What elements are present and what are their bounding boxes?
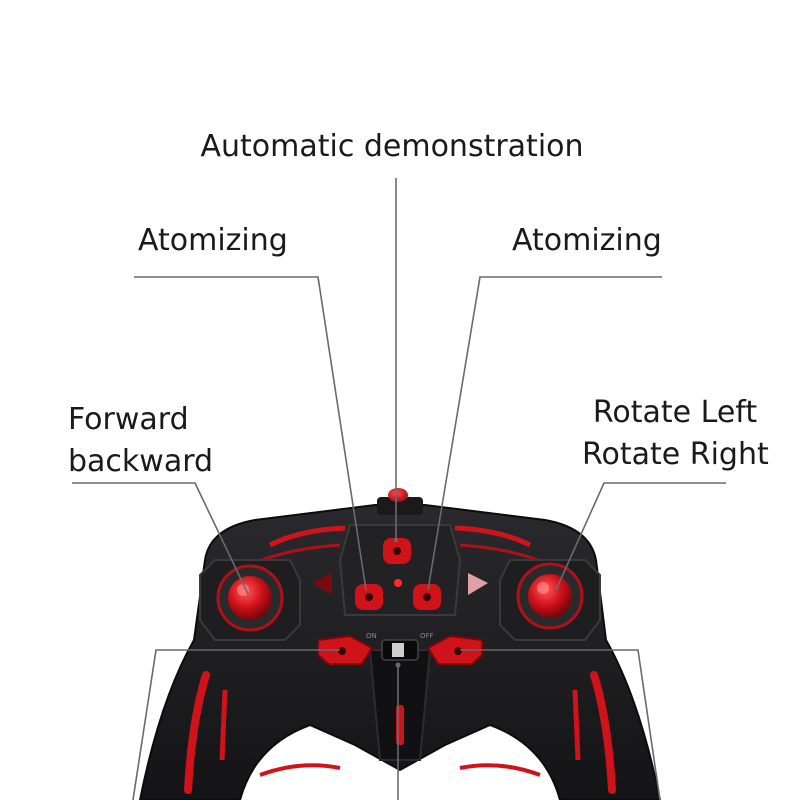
- label-rotate-line1: Rotate Left: [592, 395, 758, 430]
- label-atomizing-left: Atomizing: [138, 223, 288, 258]
- leader-lower-left: [132, 649, 340, 800]
- demo-top-button[interactable]: [377, 488, 423, 515]
- leader-dots: [394, 538, 401, 668]
- right-arrow-icon: [468, 573, 488, 595]
- label-automatic-demonstration: Automatic demonstration: [200, 129, 584, 164]
- label-atomizing-right: Atomizing: [512, 223, 662, 258]
- atomizing-right-button[interactable]: [413, 584, 441, 610]
- power-switch[interactable]: [381, 639, 419, 661]
- switch-off-label: OFF: [420, 632, 434, 640]
- leader-rotate: [555, 482, 726, 591]
- left-joystick[interactable]: [199, 559, 301, 641]
- label-forward-line1: Forward: [68, 402, 189, 437]
- left-arrow-icon: [312, 573, 332, 595]
- right-joystick[interactable]: [499, 559, 601, 641]
- demo-button[interactable]: [383, 538, 411, 564]
- label-forward-line2: backward: [68, 444, 214, 479]
- leader-lines: [72, 178, 726, 800]
- leader-atom-right: [427, 276, 662, 591]
- indicator-led: [394, 579, 402, 587]
- leader-forward: [72, 482, 249, 595]
- leader-atom-left: [134, 276, 367, 591]
- label-forward-backward: Forward backward: [68, 399, 213, 483]
- label-rotate-line2: Rotate Right: [582, 437, 769, 472]
- lower-right-button[interactable]: [426, 634, 483, 665]
- atomizing-left-button[interactable]: [355, 584, 383, 610]
- leader-lower-right: [460, 649, 661, 800]
- label-rotate: Rotate Left Rotate Right: [582, 392, 769, 476]
- switch-on-label: ON: [366, 632, 377, 640]
- lower-left-button[interactable]: [317, 634, 374, 665]
